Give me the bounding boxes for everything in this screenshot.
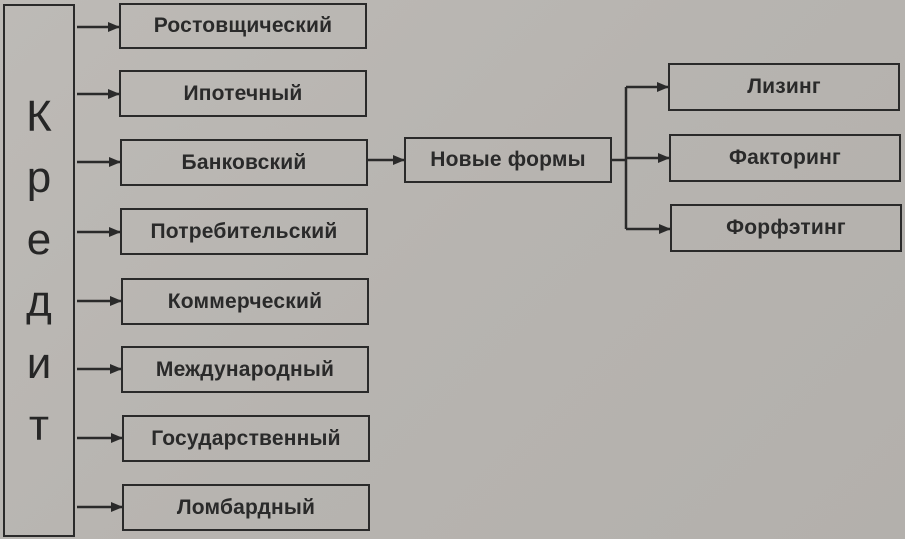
credit-type-box-bank: Банковский [120, 139, 368, 186]
root-letter-4: д [26, 277, 52, 326]
credit-type-box-state: Государственный [122, 415, 370, 462]
new-form-box-forfaiting: Форфэтинг [670, 204, 902, 252]
root-letter-2: р [26, 153, 52, 202]
credit-type-box-pawn: Ломбардный [122, 484, 370, 531]
credit-root-box [3, 4, 75, 537]
new-form-box-factoring: Факторинг [669, 134, 901, 182]
root-letter-1: К [26, 92, 52, 141]
credit-type-box-international: Международный [121, 346, 369, 393]
root-letter-6: т [28, 401, 50, 450]
credit-type-box-commercial: Коммерческий [121, 278, 369, 325]
credit-type-box-usury: Ростовщический [119, 3, 367, 49]
new-form-box-leasing: Лизинг [668, 63, 900, 111]
root-letter-3: е [26, 215, 52, 264]
credit-type-box-consumer: Потребительский [120, 208, 368, 255]
new-forms-box: Новые формы [404, 137, 612, 183]
root-letter-5: и [26, 339, 52, 388]
credit-type-box-mortgage: Ипотечный [119, 70, 367, 117]
